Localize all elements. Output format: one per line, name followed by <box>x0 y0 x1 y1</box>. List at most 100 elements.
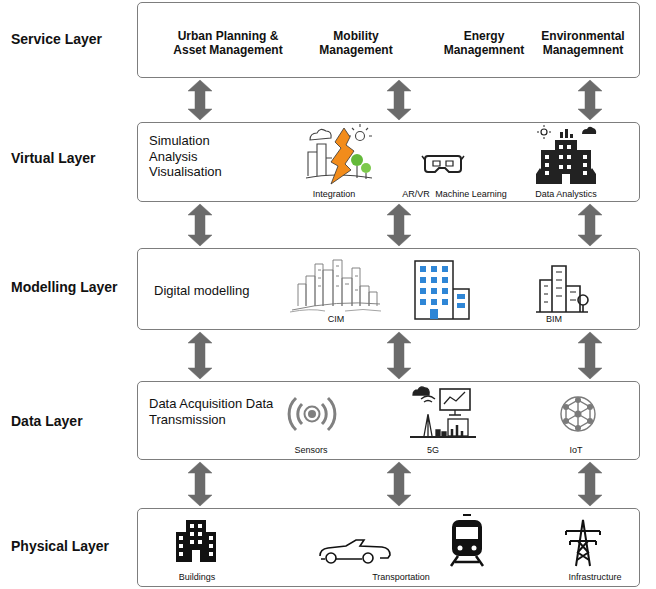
five-g-icon <box>449 410 461 415</box>
buildings-icon <box>192 550 200 562</box>
building-model-icon <box>442 299 448 305</box>
five-g-icon <box>424 414 432 436</box>
building-model-icon <box>420 266 426 272</box>
buildings-icon <box>190 540 194 544</box>
layer-heading: Physical Layer <box>11 538 136 555</box>
double-arrow <box>387 462 411 506</box>
bim-icon <box>536 305 588 312</box>
building-model-icon <box>420 299 426 305</box>
buildings-icon <box>198 540 202 544</box>
ar-vr-icon <box>422 156 464 160</box>
ar-vr-icon <box>433 161 453 166</box>
ar-vr-icon <box>422 156 464 172</box>
layer-heading: Data Layer <box>11 413 136 430</box>
cim-icon <box>290 310 381 313</box>
layer-band: Service LayerUrban Planning & Asset Mana… <box>137 2 640 78</box>
iot-icon <box>563 418 569 424</box>
data-analytics-icon <box>536 168 596 184</box>
building-model-icon <box>430 309 438 319</box>
five-g-icon <box>444 392 465 404</box>
data-analytics-icon <box>545 163 549 167</box>
double-arrow <box>387 204 411 246</box>
sensor-icon <box>289 398 335 430</box>
buildings-icon <box>190 524 194 528</box>
data-analytics-icon <box>536 125 596 184</box>
integration-icon <box>357 166 366 179</box>
buildings-icon <box>179 552 183 556</box>
data-analytics-icon <box>545 171 549 175</box>
function-list: Data Acquisition Data Transmission <box>149 396 274 427</box>
integration-icon <box>310 129 331 140</box>
iot-icon <box>587 418 593 424</box>
building-model-icon <box>431 266 437 272</box>
icon-caption: Integration <box>299 189 369 200</box>
data-analytics-icon <box>562 174 570 184</box>
iot-icon <box>561 397 595 431</box>
layer-band: Virtual LayerSimulation Analysis Visuali… <box>137 122 640 202</box>
integration-icon <box>308 144 332 176</box>
data-analytics-icon <box>559 145 563 149</box>
iot-icon <box>587 404 593 410</box>
train-icon <box>458 546 463 551</box>
integration-icon <box>306 175 372 178</box>
icon-caption: AR/VR <box>396 189 436 200</box>
layer-band: Physical LayerBuildingsTransportationInf… <box>137 508 640 587</box>
pylon-icon <box>577 541 589 560</box>
iot-icon <box>563 404 569 410</box>
sensor-icon <box>298 404 326 424</box>
icon-caption: Machine Learning <box>426 189 516 200</box>
train-icon <box>451 515 483 566</box>
icon-caption: IoT <box>561 445 591 456</box>
data-analytics-icon <box>541 140 591 184</box>
building-model-icon <box>442 266 448 272</box>
double-arrow <box>188 80 212 120</box>
data-analytics-icon <box>545 155 549 159</box>
buildings-icon <box>176 520 216 562</box>
double-arrow <box>188 204 212 246</box>
train-icon <box>452 520 482 556</box>
cim-icon <box>292 303 380 310</box>
buildings-icon <box>198 524 202 528</box>
icon-caption: Infrastructure <box>555 572 635 583</box>
pylon-icon <box>566 520 600 566</box>
building-model-icon <box>431 288 437 294</box>
double-arrow <box>578 462 602 506</box>
iot-icon <box>575 397 581 403</box>
bim-icon <box>536 266 588 312</box>
building-model-icon <box>457 294 465 299</box>
building-model-icon <box>442 288 448 294</box>
double-arrow <box>578 80 602 120</box>
icon-caption: BIM <box>534 314 574 325</box>
building-model-icon <box>415 261 469 319</box>
data-analytics-icon <box>583 163 587 167</box>
building-model-icon <box>415 261 469 319</box>
integration-icon <box>306 124 372 178</box>
double-arrow <box>387 80 411 120</box>
buildings-icon <box>209 544 213 548</box>
five-g-icon <box>448 419 468 436</box>
icon-caption: 5G <box>418 445 448 456</box>
pylon-icon <box>566 531 600 545</box>
bim-icon <box>578 295 588 305</box>
building-model-icon <box>420 266 465 319</box>
double-arrow <box>578 332 602 379</box>
integration-icon <box>306 124 372 184</box>
sensor-icon <box>308 410 316 418</box>
data-analytics-icon <box>559 165 563 169</box>
layer-heading: Virtual Layer <box>11 150 136 167</box>
train-icon <box>472 546 477 551</box>
buildings-icon <box>198 532 202 536</box>
train-icon <box>451 556 483 566</box>
icon-caption: Buildings <box>162 572 232 583</box>
five-g-icon <box>452 425 462 436</box>
data-analytics-icon <box>537 125 551 139</box>
iot-icon <box>566 400 590 428</box>
car-icon <box>320 540 390 559</box>
building-model-icon <box>420 277 426 283</box>
double-arrow <box>387 332 411 379</box>
pylon-icon <box>576 520 590 566</box>
function-list: Digital modelling <box>154 283 274 299</box>
layer-heading: Service Layer <box>11 31 136 48</box>
train-icon <box>463 514 471 516</box>
